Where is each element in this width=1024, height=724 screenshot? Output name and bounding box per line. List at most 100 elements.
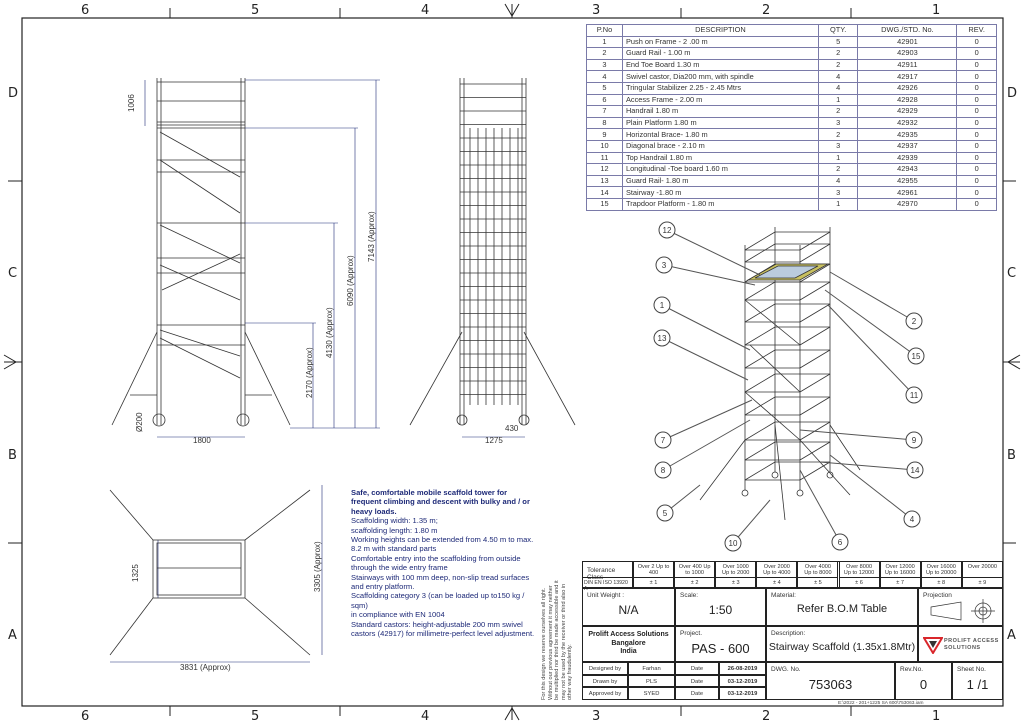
dim-3305: 3305 (Approx)	[313, 541, 322, 592]
bom-cell: 42928	[857, 93, 958, 107]
balloon-number: 2	[912, 317, 917, 326]
dim-7143: 7143 (Approx)	[367, 211, 376, 262]
rail	[744, 421, 776, 441]
bom-cell: 2	[817, 47, 859, 60]
signoff-text: 03-12-2019	[727, 678, 758, 685]
balloon	[656, 504, 674, 522]
bom-cell: REV.	[956, 24, 997, 37]
tolerance-range: Over 2000 Up to 4000	[756, 561, 798, 578]
bom-cell: QTY.	[817, 24, 859, 37]
bom-cell: 14	[586, 186, 623, 199]
rail	[744, 373, 776, 393]
bom-cell: 2	[817, 58, 859, 72]
stabilizer	[409, 331, 463, 426]
signoff-cell: Date	[675, 687, 719, 701]
signoff-cell: SYED	[628, 687, 675, 701]
field-value: N/A	[618, 603, 639, 617]
rail	[744, 461, 776, 481]
bom-cell: 2	[817, 128, 859, 141]
dimension-labels: 1006 7143 (Approx) 6090 (Approx) 4130 (A…	[127, 94, 519, 672]
signoff-text: SYED	[643, 691, 660, 698]
bom-cell: Guard Rail - 1.00 m	[621, 47, 819, 60]
product-notes: Safe, comfortable mobile scaffold tower …	[351, 488, 536, 639]
bom-cell: 42903	[857, 47, 958, 60]
tolerance-value: ± 6	[838, 577, 880, 588]
bom-cell: Handrail 1.80 m	[621, 105, 819, 118]
field-value: PAS - 600	[691, 641, 750, 656]
bom-cell: 42926	[857, 81, 958, 95]
dim-1006: 1006	[127, 94, 136, 112]
signoff-cell: 03-12-2019	[719, 687, 766, 701]
stabilizer	[109, 489, 154, 541]
tolerance-value: ± 2	[674, 577, 716, 588]
prolift-logo-icon	[923, 637, 943, 654]
balloon	[831, 533, 849, 551]
dim-1800: 1800	[193, 436, 211, 445]
bom-cell: P.No	[586, 24, 623, 37]
bom-cell: 2	[586, 47, 623, 60]
value: ± 5	[814, 580, 822, 586]
value: ± 8	[937, 580, 946, 586]
note-line: Working heights can be extended from 4.5…	[351, 535, 534, 554]
company-city: Bangalore	[611, 639, 646, 647]
bom-cell: 3	[817, 186, 859, 199]
stair-brace	[159, 264, 241, 301]
revision-cell: Rev.No.0	[895, 662, 952, 700]
logo-cell: PROLIFT ACCESS SOLUTIONS	[918, 626, 1003, 662]
zone-col-label: 5	[251, 709, 259, 724]
leader-line	[661, 337, 749, 381]
rail	[744, 326, 776, 346]
stabilizer	[699, 439, 746, 501]
castor-wheel	[456, 414, 468, 426]
rail	[744, 441, 776, 461]
zone-row-label: A	[1007, 628, 1016, 643]
bom-cell: 42935	[857, 128, 958, 141]
stabilizer	[829, 424, 861, 471]
castor-wheel	[771, 471, 779, 479]
leader-line	[829, 271, 915, 322]
bom-cell: Trapdoor Platform - 1.80 m	[621, 197, 819, 211]
rail	[799, 326, 831, 346]
stabilizer	[109, 597, 154, 656]
note-line: and entry platform.	[351, 582, 415, 592]
tolerance-value: ± 5	[797, 577, 839, 588]
signoff-cell: PLS	[628, 674, 675, 688]
signoff-cell: Date	[675, 674, 719, 688]
balloon	[653, 296, 671, 314]
signoff-text: Approved by	[588, 691, 622, 698]
signoff-text: Designed by	[588, 666, 622, 672]
signoff-text: Farhan	[642, 666, 661, 672]
note-line: in compliance with EN 1004	[351, 610, 445, 620]
rail	[799, 303, 831, 323]
field-value: 1 /1	[966, 677, 989, 692]
range: Over 4000 Up to 8000	[804, 564, 832, 577]
zone-col-label: 3	[592, 709, 600, 724]
value: ± 9	[978, 580, 987, 586]
tolerance-class-label: Tolerance Class	[582, 561, 633, 581]
balloon-number: 9	[912, 436, 917, 445]
leader-line	[829, 454, 913, 520]
bom-cell: Access Frame - 2.00 m	[621, 93, 819, 107]
sheet-number-cell: Sheet No.1 /1	[952, 662, 1003, 700]
bom-cell: 1	[817, 93, 859, 107]
balloon	[654, 461, 672, 479]
leader-line	[662, 399, 753, 441]
signoff-text: Date	[690, 666, 704, 672]
zone-col-label: 2	[762, 709, 770, 724]
zone-col-label: 3	[592, 3, 600, 18]
stabilizer	[111, 331, 158, 426]
tolerance-range: Over 4000 Up to 8000	[797, 561, 839, 578]
value: ± 3	[731, 580, 740, 586]
dim-1275: 1275	[485, 436, 503, 445]
zone-row-label: D	[1007, 86, 1017, 101]
bom-cell: 4	[817, 81, 859, 95]
bom-cell: 42911	[857, 58, 958, 72]
bom-cell: 7	[586, 105, 623, 118]
